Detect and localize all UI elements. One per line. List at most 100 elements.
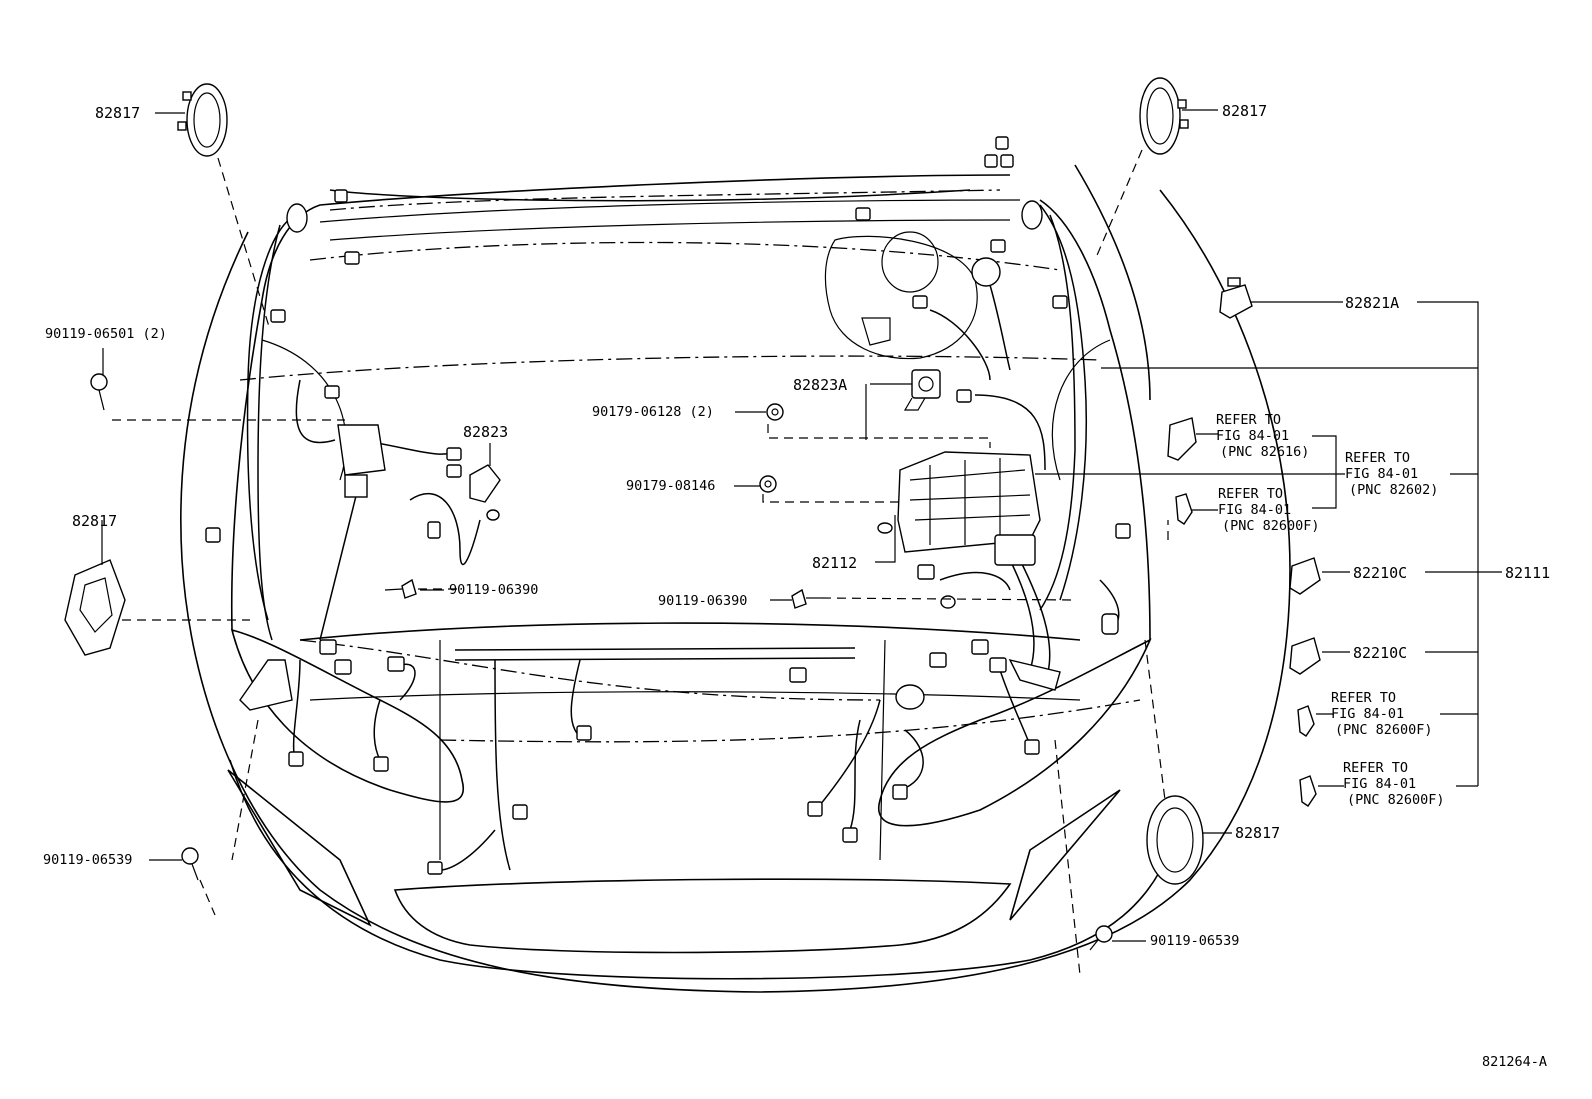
connector (334, 189, 348, 203)
label-82817-mid-left: 82817 (72, 512, 117, 530)
refer-note-line: FIG 84-01 (1331, 706, 1404, 722)
label-82823: 82823 (463, 423, 508, 441)
connector (446, 464, 462, 478)
terminal (940, 595, 956, 609)
connector (956, 389, 972, 403)
connector (971, 639, 989, 655)
bolt-90119-06390-center (791, 588, 822, 609)
connector (1115, 523, 1131, 539)
relay-82823A (903, 369, 941, 411)
connector (427, 861, 443, 875)
refer-note-line: REFER TO (1343, 760, 1408, 776)
refer-note-line: (PNC 82600F) (1347, 792, 1445, 808)
connector-82823 (469, 464, 501, 503)
label-82210C-2: 82210C (1353, 644, 1407, 662)
fuse-82600F-c (1299, 775, 1317, 807)
grommet (286, 203, 308, 233)
connector (855, 207, 871, 221)
bolt-90119-06539-right (1089, 925, 1113, 951)
refer-note-line: (PNC 82602) (1349, 482, 1438, 498)
nut-90179-08146 (759, 475, 777, 493)
refer-note-line: (PNC 82600F) (1335, 722, 1433, 738)
figure-id: 821264-A (1482, 1054, 1547, 1070)
connector (1052, 295, 1068, 309)
connector (892, 784, 908, 800)
label-82817-bottom-right: 82817 (1235, 824, 1280, 842)
label-82112: 82112 (812, 554, 857, 572)
refer-note-line: REFER TO (1331, 690, 1396, 706)
refer-note-4: REFER TO FIG 84-01 (PNC 82600F) (1331, 690, 1433, 738)
bolt-90119-06390-left (384, 578, 417, 599)
fuse-82616 (1167, 417, 1197, 461)
bolt-90119-06539-left (181, 847, 199, 881)
connector (929, 652, 947, 668)
connector (990, 239, 1006, 253)
label-82823A: 82823A (793, 376, 847, 394)
nut-90179-06128 (766, 403, 784, 421)
connector (270, 309, 286, 323)
label-90119-06539-left: 90119-06539 (43, 852, 132, 868)
connector (984, 154, 998, 168)
part-82817-top-right (1139, 77, 1189, 155)
label-82210C-1: 82210C (1353, 564, 1407, 582)
connector (319, 639, 337, 655)
label-82821A: 82821A (1345, 294, 1399, 312)
part-82817-mid-left (64, 559, 126, 656)
connectors (205, 136, 1131, 875)
connector (387, 656, 405, 672)
grommet (1021, 200, 1043, 230)
refer-note-line: FIG 84-01 (1218, 502, 1291, 518)
engine-room-junction-block (897, 451, 1041, 566)
part-82817-top-left (177, 83, 228, 157)
refer-note-line: FIG 84-01 (1343, 776, 1416, 792)
fuse-82600F-a (1175, 493, 1193, 525)
connector (512, 804, 528, 820)
grommet (895, 684, 925, 710)
fuse-82600F-b (1297, 705, 1315, 737)
relay-82210C-a (1289, 557, 1321, 595)
connector (205, 527, 221, 543)
connector (446, 447, 462, 461)
label-82111: 82111 (1505, 564, 1550, 582)
refer-note-line: FIG 84-01 (1345, 466, 1418, 482)
connector (427, 521, 441, 539)
refer-note-line: (PNC 82616) (1220, 444, 1309, 460)
refer-note-1: REFER TO FIG 84-01 (PNC 82616) (1216, 412, 1309, 460)
connector (288, 751, 304, 767)
relay-82210C-b (1289, 637, 1321, 675)
label-90119-06390-center: 90119-06390 (658, 593, 747, 609)
label-90119-06539-right: 90119-06539 (1150, 933, 1239, 949)
refer-note-5: REFER TO FIG 84-01 (PNC 82600F) (1343, 760, 1445, 808)
connector (334, 659, 352, 675)
part-82817-bottom-right (1146, 795, 1204, 885)
connector (344, 251, 360, 265)
refer-note-line: REFER TO (1218, 486, 1283, 502)
location-dashed-lines (112, 149, 1169, 976)
terminal (486, 509, 500, 521)
refer-note-3: REFER TO FIG 84-01 (PNC 82600F) (1218, 486, 1320, 534)
label-82817-top-right: 82817 (1222, 102, 1267, 120)
leader-lines (101, 109, 1502, 942)
connector (373, 756, 389, 772)
connector (842, 827, 858, 843)
label-90179-06128: 90179-06128 (2) (592, 404, 714, 420)
connector (807, 801, 823, 817)
vehicle-body-outline (180, 164, 1291, 993)
connector (324, 385, 340, 399)
connector (789, 667, 807, 683)
grommets (286, 200, 1043, 710)
connector (1000, 154, 1014, 168)
connector (1101, 613, 1119, 635)
label-90119-06390-left: 90119-06390 (449, 582, 538, 598)
wire-harness (239, 189, 1141, 871)
label-90119-06501: 90119-06501 (2) (45, 326, 167, 342)
connector (995, 136, 1009, 150)
relay-block-left (337, 424, 501, 503)
label-82817-top-left: 82817 (95, 104, 140, 122)
refer-note-line: REFER TO (1345, 450, 1410, 466)
connector (912, 295, 928, 309)
refer-note-line: (PNC 82600F) (1222, 518, 1320, 534)
part-number-labels: 82817 82817 82817 82817 90119-06501 (2) … (43, 102, 1550, 1070)
refer-note-line: FIG 84-01 (1216, 428, 1289, 444)
